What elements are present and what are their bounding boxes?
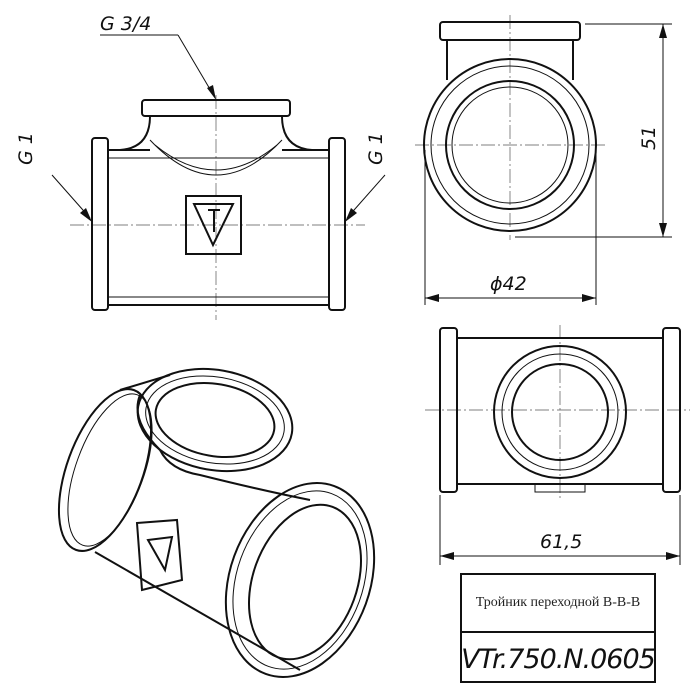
side-view: 51 ϕ42 [415, 15, 672, 305]
part-name: Тройник переходной В-В-В [462, 575, 654, 633]
left-thread-label: G 1 [15, 132, 37, 165]
height-dimension: 51 [638, 126, 660, 150]
top-view: 61,5 [425, 325, 690, 565]
isometric-view [57, 367, 376, 678]
part-code: VTr.750.N.0605 [461, 643, 656, 675]
right-thread-label: G 1 [365, 132, 387, 165]
front-view: G 3/4 G 1 G 1 [15, 13, 387, 320]
diameter-dimension: ϕ42 [490, 273, 527, 295]
length-dimension: 61,5 [540, 531, 582, 553]
branch-thread-label: G 3/4 [100, 13, 151, 35]
title-block: Тройник переходной В-В-В VTr.750.N.0605 [460, 573, 656, 683]
